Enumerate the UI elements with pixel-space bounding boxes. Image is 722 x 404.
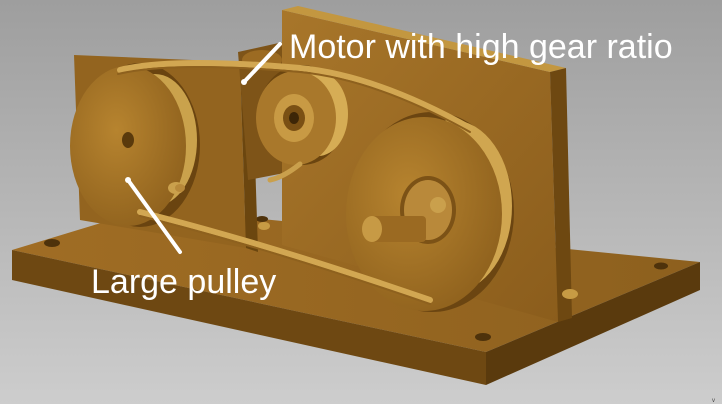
large-pulley [70, 63, 200, 227]
motor-callout-line [242, 42, 282, 84]
pulley-bore [122, 132, 134, 148]
shaft [372, 216, 426, 242]
pulley-callout-line [126, 178, 182, 254]
corner-mark: v [712, 398, 715, 404]
motor-label: Motor with high gear ratio [289, 28, 673, 66]
callout-lines [125, 42, 282, 254]
motor-pulley [256, 65, 348, 165]
drive-belt [117, 60, 473, 305]
driven-pulley [346, 112, 514, 312]
fasteners [175, 184, 578, 299]
large-pulley-label: Large pulley [91, 263, 277, 301]
